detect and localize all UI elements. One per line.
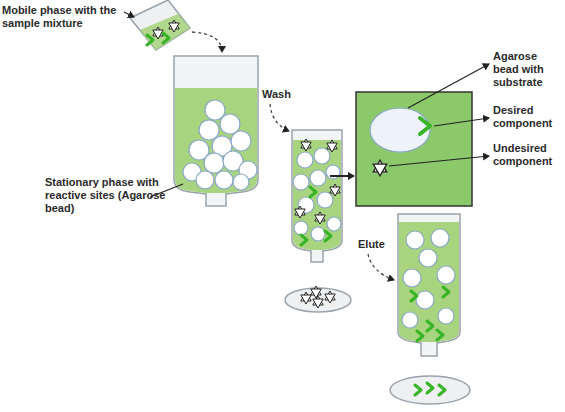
annotation-label: Elute	[358, 238, 398, 251]
pour-arrow	[192, 32, 222, 52]
beaker	[130, 0, 190, 50]
annotation-label: Stationary phase with reactive sites (Ag…	[45, 176, 170, 215]
column-2	[292, 130, 342, 262]
leader-line	[124, 12, 134, 17]
annotation-label: Desired component	[493, 104, 561, 130]
leader-line	[408, 64, 489, 108]
annotation-label: Mobile phase with the sample mixture	[2, 4, 128, 30]
elute-arrow	[368, 254, 394, 280]
column-3	[398, 214, 460, 356]
zoom-arrow	[330, 175, 354, 177]
leader-line	[434, 118, 489, 126]
leader-line	[389, 156, 489, 166]
annotation-label: Agarose bead with substrate	[493, 50, 563, 89]
inset-panel	[356, 92, 472, 206]
column-1	[174, 56, 258, 206]
annotation-label: Wash	[262, 88, 302, 101]
petri-dish	[390, 376, 470, 404]
annotation-label: Undesired component	[493, 142, 561, 168]
wash-arrow	[270, 104, 289, 131]
